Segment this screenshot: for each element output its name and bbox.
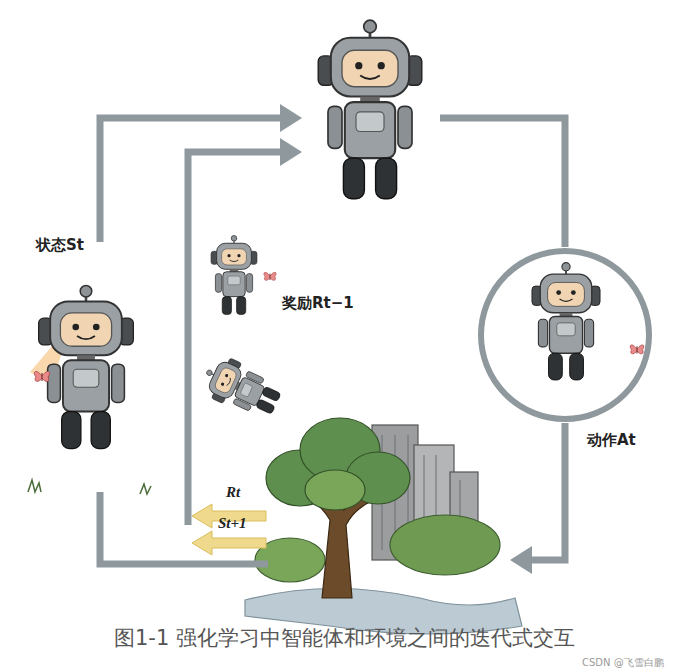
action-circle: 动作At	[477, 247, 653, 423]
circle-border	[481, 251, 649, 419]
butterfly	[630, 345, 644, 354]
fallen-robot	[198, 352, 286, 425]
happy-robot	[211, 236, 257, 315]
tree-canopy	[266, 418, 410, 510]
flow-line	[100, 118, 565, 564]
agent-robot	[318, 20, 422, 199]
bush	[390, 515, 500, 575]
grass	[28, 480, 151, 494]
butterfly	[34, 371, 49, 381]
figure-caption: 图1-1 强化学习中智能体和环境之间的迭代式交互	[0, 624, 689, 652]
butterfly	[264, 272, 276, 280]
circle-outline	[477, 247, 653, 423]
next-state-signal: St+1	[218, 515, 247, 532]
action-label: 动作At	[587, 431, 636, 450]
tree-trunk	[300, 470, 374, 598]
acting-robot	[532, 263, 600, 380]
state-robot	[39, 285, 134, 448]
reward-signal: Rt	[226, 484, 240, 501]
signal-arrow	[192, 504, 266, 555]
reward-label: 奖励Rt−1	[282, 294, 354, 313]
watermark: CSDN @飞雪白鹏	[582, 656, 664, 670]
state-label: 状态St	[36, 236, 84, 255]
arrow-head	[280, 104, 532, 574]
